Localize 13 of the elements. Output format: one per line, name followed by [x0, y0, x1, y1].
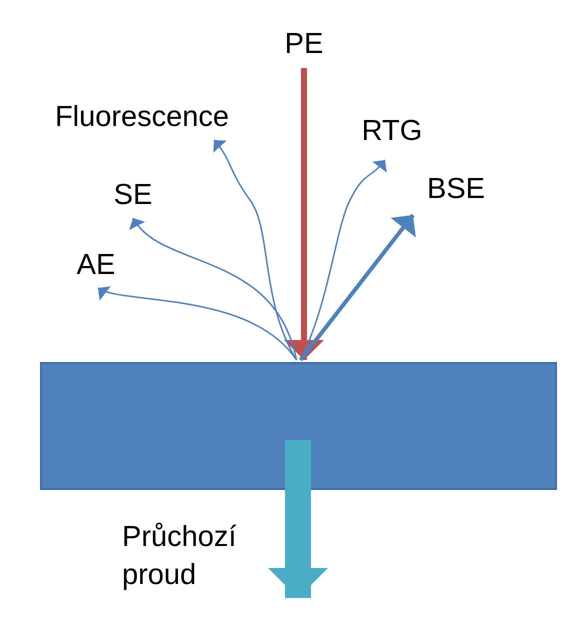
node-label: BSE	[426, 172, 486, 208]
arrow	[98, 284, 298, 360]
arrow	[131, 218, 298, 360]
node-label: AE	[76, 248, 116, 284]
node-label: RTG	[362, 114, 422, 150]
thick-arrow	[284, 68, 324, 360]
edge-label: Průchozí proud	[122, 520, 238, 593]
thick-arrow	[298, 214, 416, 362]
thick-arrow	[268, 440, 328, 598]
node-label: Fluorescence	[54, 100, 230, 136]
node-label: SE	[114, 178, 152, 214]
sample-block	[40, 362, 557, 490]
node-label: PE	[284, 27, 324, 62]
